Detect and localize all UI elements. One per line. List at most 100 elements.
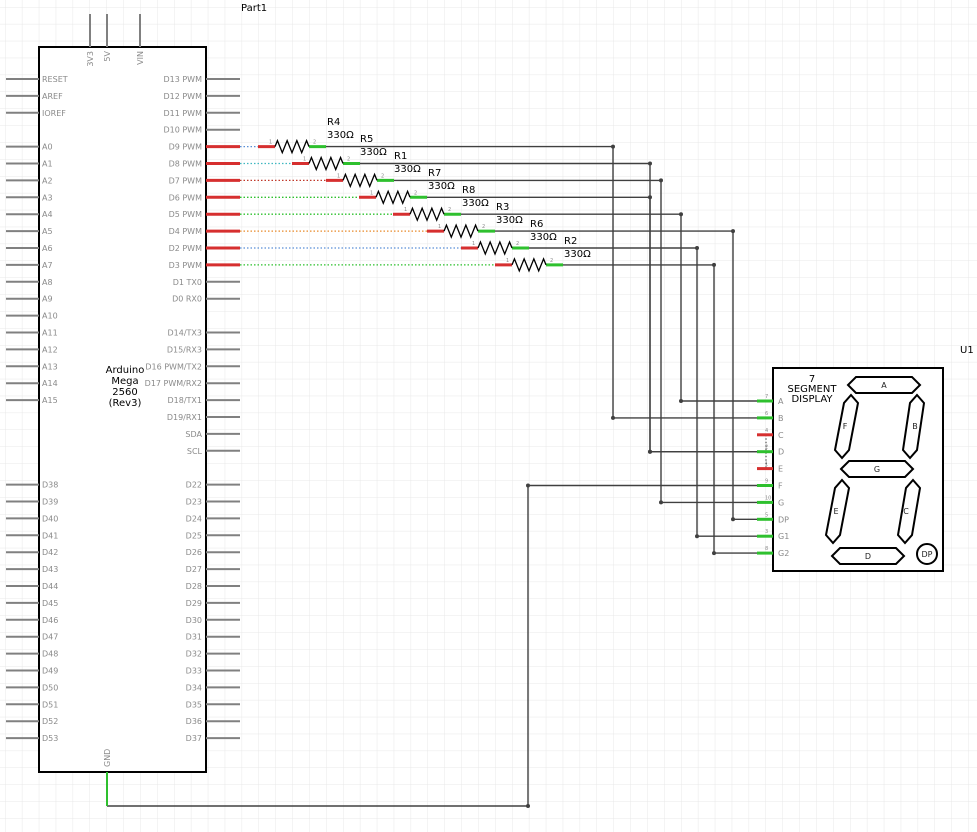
display-pin-label-f: F	[778, 482, 783, 491]
pin-label-d41: D41	[42, 531, 58, 540]
board-name-line: 2560	[112, 387, 137, 398]
pin-label-d25: D25	[186, 531, 202, 540]
pin-label-d46: D46	[42, 616, 58, 625]
display-pin-number: 10	[765, 495, 771, 501]
pin-label-a10: A10	[42, 312, 58, 321]
display-title-line: 7	[809, 374, 815, 385]
segment-label-e: E	[833, 507, 838, 516]
pin-label-d3-pwm: D3 PWM	[169, 261, 203, 270]
resistor-body-r5[interactable]	[308, 155, 344, 172]
pin-label-d2-pwm: D2 PWM	[169, 244, 203, 253]
pin-label-d32: D32	[186, 650, 202, 659]
pin-label-d44: D44	[42, 582, 58, 591]
resistor-body-r1[interactable]	[342, 172, 378, 189]
resistor-value: 330Ω	[394, 164, 421, 175]
wire-r8-to-a	[461, 213, 757, 402]
display-pin-label-g2: G2	[778, 549, 789, 558]
pin-label-a6: A6	[42, 244, 53, 253]
wire-junction	[648, 161, 652, 166]
display-pin-label-c: C	[778, 431, 784, 440]
pin-label-d45: D45	[42, 599, 58, 608]
resistor-pin-number: 1	[303, 157, 306, 163]
wire-junction	[731, 517, 735, 522]
pin-label-d13-pwm: D13 PWM	[163, 75, 202, 84]
resistor-value: 330Ω	[428, 181, 455, 192]
segment-b	[901, 393, 926, 460]
pin-label-a3: A3	[42, 193, 53, 202]
board-name-line: (Rev3)	[109, 398, 142, 409]
wire-junction	[611, 144, 615, 149]
pin-label-d18-tx1: D18/TX1	[168, 396, 203, 405]
wire-junction	[648, 449, 652, 454]
pin-label-d42: D42	[42, 548, 58, 557]
pin-label-a9: A9	[42, 295, 53, 304]
pin-label-d28: D28	[186, 582, 202, 591]
resistor-body-r4[interactable]	[274, 138, 310, 155]
seven-segment-display[interactable]: U17SEGMENTDISPLAYA7B6C4D2E1F9G10DP5G13G2…	[757, 345, 974, 572]
display-pin-number: 5	[765, 512, 768, 518]
pin-label-d34: D34	[186, 683, 202, 692]
resistor-name-r3: R3	[496, 202, 509, 213]
pin-label-a1: A1	[42, 160, 53, 169]
segment-label-dp: DP	[922, 550, 933, 559]
pin-label-d6-pwm: D6 PWM	[169, 193, 203, 202]
display-title-line: DISPLAY	[791, 394, 833, 405]
pin-label-d11-pwm: D11 PWM	[163, 109, 202, 118]
wire-r7-to-d	[427, 196, 757, 453]
pin-label-d47: D47	[42, 633, 58, 642]
pin-label-d19-rx1: D19/RX1	[167, 413, 202, 422]
segment-a	[846, 376, 922, 394]
segment-dp	[916, 543, 938, 565]
display-pin-label-a: A	[778, 397, 784, 406]
resistor-name-r1: R1	[394, 151, 407, 162]
segment-label-a: A	[881, 381, 887, 390]
pin-label-d36: D36	[186, 717, 202, 726]
resistor-body-r7[interactable]	[375, 189, 411, 206]
pin-label-3v3: 3V3	[86, 51, 95, 67]
wire-r1-to-g	[394, 179, 757, 504]
pin-label-a4: A4	[42, 210, 53, 219]
resistor-pin-number: 1	[472, 241, 475, 247]
resistor-body-r2[interactable]	[511, 257, 547, 273]
resistor-name-r5: R5	[360, 134, 373, 145]
segment-g	[839, 460, 915, 478]
resistor-body-r6[interactable]	[477, 240, 513, 256]
pin-label-d22: D22	[186, 481, 202, 490]
pin-label-a14: A14	[42, 379, 58, 388]
wire-junction	[695, 246, 699, 250]
pin-label-vin: VIN	[136, 51, 145, 65]
board-name-line: Arduino	[106, 365, 145, 376]
pin-label-d17-pwm-rx2: D17 PWM/RX2	[145, 379, 202, 388]
resistor-body-r3[interactable]	[443, 223, 479, 239]
resistor-value: 330Ω	[564, 249, 591, 260]
pin-label-d4-pwm: D4 PWM	[169, 227, 203, 236]
pin-label-d43: D43	[42, 565, 58, 574]
segment-label-b: B	[912, 422, 918, 431]
resistor-value: 330Ω	[496, 215, 523, 226]
display-pin-label-dp: DP	[778, 515, 789, 524]
pin-label-d14-tx3: D14/TX3	[168, 329, 203, 338]
pin-label-d52: D52	[42, 717, 58, 726]
display-pin-number: 7	[765, 394, 768, 400]
pin-label-d35: D35	[186, 700, 202, 709]
resistor-pin-number: 1	[506, 258, 509, 264]
resistor-pin-number: 1	[337, 173, 340, 179]
wire-junction	[526, 483, 530, 488]
board-name-line: Mega	[111, 376, 138, 387]
resistor-value: 330Ω	[327, 130, 354, 141]
pin-label-d15-rx3: D15/RX3	[167, 345, 202, 354]
resistor-pin-number: 1	[370, 190, 373, 196]
pin-label-ioref: IOREF	[42, 109, 66, 118]
pin-label-5v: 5V	[103, 50, 112, 61]
resistor-body-r8[interactable]	[409, 206, 445, 222]
display-pin-number: 9	[765, 479, 768, 485]
resistor-name-r6: R6	[530, 219, 543, 230]
pin-label-d12-pwm: D12 PWM	[163, 92, 202, 101]
pin-label-d37: D37	[186, 734, 202, 743]
wire-r6-to-g1	[529, 247, 757, 537]
display-title-line: SEGMENT	[788, 384, 838, 395]
pin-label-d5-pwm: D5 PWM	[169, 210, 203, 219]
resistor-name-r7: R7	[428, 168, 441, 179]
